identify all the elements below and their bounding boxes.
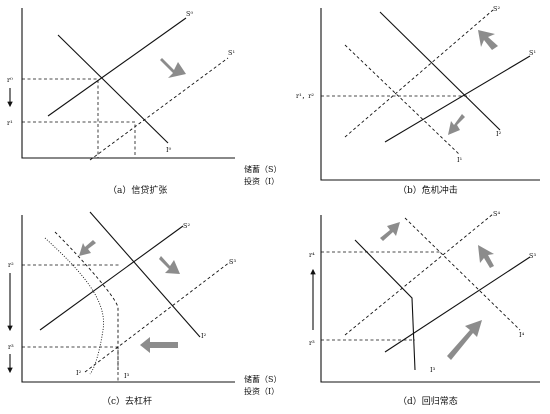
panel-c-curve-S3: [84, 261, 231, 373]
panel-d-arrow-upright-2: [447, 320, 482, 360]
panel-b-up-arrow: [478, 30, 498, 50]
panel-c-curve-label-I2-alt: I²: [76, 369, 82, 377]
panel-b-curve-S2: [344, 9, 494, 138]
panel-a-curve-S0: [47, 17, 187, 117]
panel-d-caption: （d）回归常态: [398, 395, 458, 407]
panel-c-xlabel-1: 储蓄（S）: [244, 374, 281, 384]
panel-a-guide-r1: [22, 121, 136, 158]
panel-b-down-arrow: [448, 114, 465, 135]
panel-c-curve-label-I3: I³: [124, 372, 130, 380]
panel-c-arrow-left: [140, 337, 178, 353]
panel-c-caption: （c）去杠杆: [102, 395, 152, 407]
panel-a-xlabel-2: 投资（I）: [244, 176, 279, 186]
panel-c-arrow-upleft: [79, 240, 96, 256]
panel-a-ylabel-1: r¹: [7, 119, 13, 127]
panel-a-caption: （a）信贷扩张: [108, 184, 167, 196]
panel-a-ylabel-0: r⁰: [7, 76, 13, 84]
panel-d-ylabel-0: r⁴: [309, 251, 315, 259]
panel-c-curve-I2: [89, 211, 201, 338]
panel-b-curve-S1: [384, 55, 531, 143]
panel-a-curve-label-S0: S⁰: [186, 10, 193, 18]
panel-a-curve-label-S1: S¹: [228, 49, 235, 57]
panel-c-curve-label-S3: S³: [229, 258, 236, 266]
panel-b-curve-I1: [344, 44, 461, 156]
panel-c-xlabel-2: 投资（I）: [244, 386, 279, 396]
panel-b-caption: （b）危机冲击: [398, 184, 458, 196]
panel-d-arrow-up: [478, 245, 494, 268]
panel-a-shift-arrow: [160, 58, 186, 78]
panel-c-curve-I2-alt: [44, 237, 105, 375]
panel-b-curve-label-S2: S²: [493, 5, 500, 13]
panel-d-curve-I3: [354, 239, 416, 371]
panel-c: r² r³ S² S³ I² I³ I² 储蓄（S） 投资（I） （c）去杠杆: [7, 211, 281, 407]
panel-c-guide-r3: [22, 346, 119, 382]
panel-a-axes: [21, 8, 235, 159]
panel-d-curve-label-S3: S³: [529, 252, 536, 260]
panel-c-curve-label-I2: I²: [201, 332, 207, 340]
panel-d-curve-label-I3: I³: [430, 366, 436, 374]
panel-d-ylabel-1: r³: [309, 339, 315, 347]
panel-a: r⁰ r¹ S⁰ S¹ I⁰ 储蓄（S） 投资（I） （a）信贷扩张: [7, 8, 281, 196]
panel-b-curve-label-I1: I¹: [457, 156, 463, 164]
panel-b: r¹，r² S² S¹ I² I¹ （b）危机冲击: [296, 5, 540, 196]
panel-b-axes: [320, 8, 540, 181]
panel-b-curve-label-S1: S¹: [529, 49, 536, 57]
panel-a-xlabel-1: 储蓄（S）: [244, 164, 281, 174]
panel-d-curve-label-S4: S⁴: [493, 210, 500, 218]
panel-c-ylabel-1: r³: [8, 343, 14, 351]
panel-c-curve-S2: [39, 225, 184, 331]
panel-d-curve-I4: [404, 217, 521, 331]
panel-d-curve-S4: [344, 213, 494, 336]
panel-c-curve-I3: [54, 231, 119, 370]
panel-c-curve-label-S2: S²: [183, 222, 190, 230]
panel-a-guide-r0: [22, 78, 99, 158]
panel-a-curve-label-I0: I⁰: [166, 146, 172, 154]
panel-a-curve-I0: [57, 34, 169, 144]
panel-a-curve-S1: [89, 57, 229, 161]
panel-b-curve-I2: [379, 11, 501, 131]
panel-d-curve-S3: [384, 256, 531, 353]
panel-d: r⁴ r³ S⁴ S³ I⁴ I³ （d）回归常态: [309, 210, 540, 407]
panel-c-axes: [21, 215, 235, 383]
panel-b-ylabel-0: r¹，r²: [296, 92, 314, 100]
panel-c-arrow-downright: [159, 256, 180, 274]
panel-d-arrow-upright: [380, 222, 400, 241]
panel-d-curve-label-I4: I⁴: [519, 331, 525, 339]
panel-b-curve-label-I2: I²: [496, 130, 502, 138]
panel-c-ylabel-0: r²: [8, 261, 14, 269]
panel-d-axes: [320, 215, 540, 383]
